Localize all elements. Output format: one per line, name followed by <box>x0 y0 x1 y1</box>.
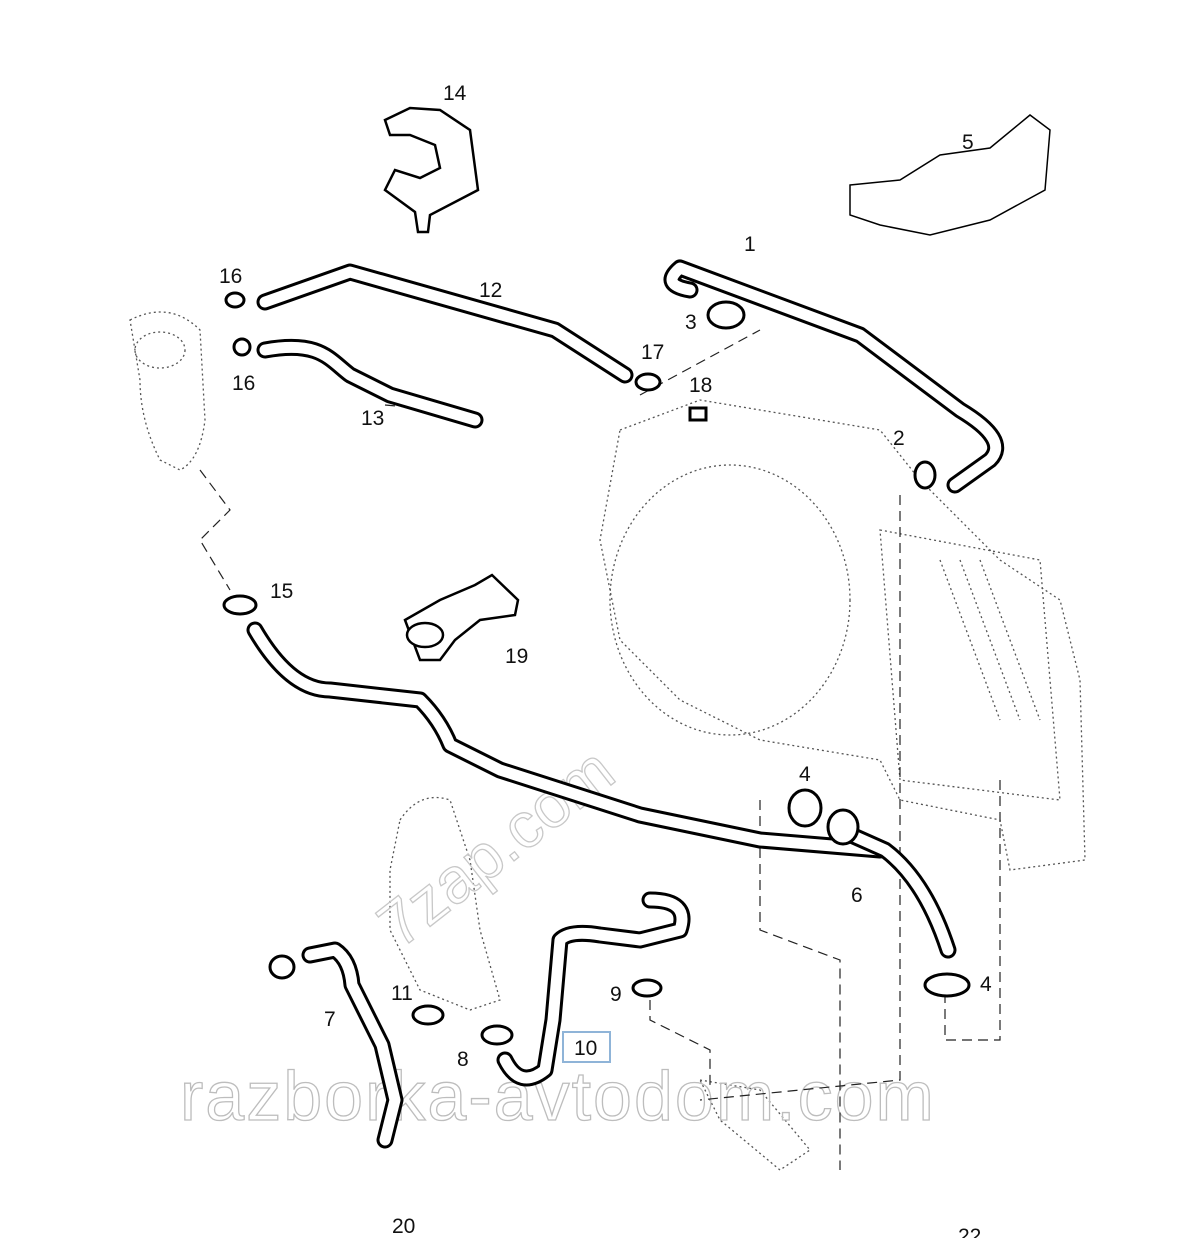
label-4-top: 4 <box>799 763 811 786</box>
part-5-bracket <box>849 114 1051 236</box>
label-16-top: 16 <box>219 265 242 288</box>
label-10-highlight-box <box>562 1031 611 1063</box>
label-18: 18 <box>689 374 712 397</box>
label-15: 15 <box>270 580 293 603</box>
label-3: 3 <box>685 311 697 334</box>
label-12: 12 <box>479 279 502 302</box>
part-19-bracket <box>403 573 520 662</box>
label-10: 10 <box>574 1037 597 1060</box>
clamps <box>222 291 971 1046</box>
label-17: 17 <box>641 341 664 364</box>
label-9: 9 <box>610 983 622 1006</box>
label-7: 7 <box>324 1008 336 1031</box>
label-2: 2 <box>893 427 905 450</box>
page-number-right: 22 <box>958 1225 981 1238</box>
part-14-bracket <box>383 106 480 234</box>
label-16-bottom: 16 <box>232 372 255 395</box>
label-8: 8 <box>457 1048 469 1071</box>
label-6: 6 <box>851 884 863 907</box>
label-5: 5 <box>962 131 974 154</box>
background-outlines <box>129 311 1086 1171</box>
label-11: 11 <box>391 982 413 1005</box>
watermark-bottom: razborka-avtodom.com <box>180 1057 936 1135</box>
label-4-bottom: 4 <box>980 973 992 996</box>
label-13: 13 <box>361 407 384 430</box>
hoses <box>246 259 1005 1149</box>
page-number-left: 20 <box>392 1215 415 1238</box>
part-labels: 14 5 1 12 16 16 3 17 18 13 2 15 19 4 6 4… <box>219 82 992 1071</box>
label-14: 14 <box>443 82 467 105</box>
label-1: 1 <box>744 233 756 256</box>
label-19: 19 <box>505 645 528 668</box>
leader-lines <box>199 329 1001 1170</box>
